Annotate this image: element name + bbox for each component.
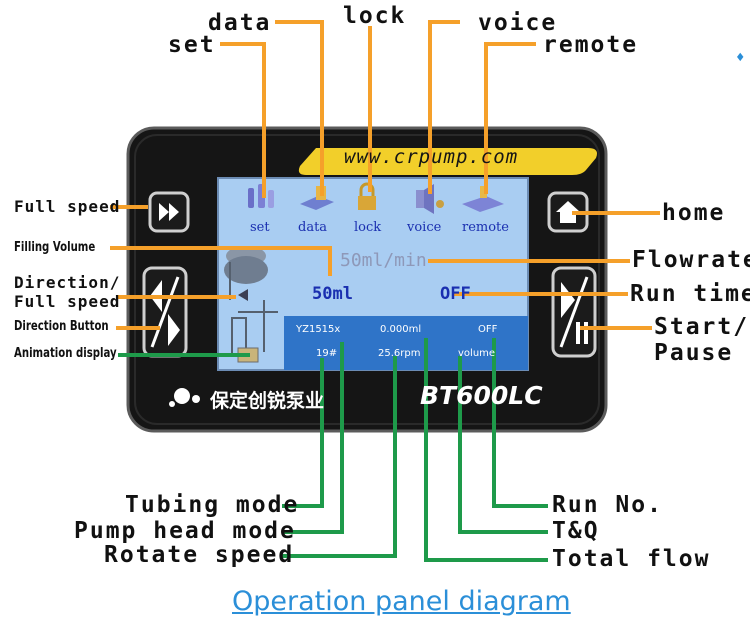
callout-home: home	[662, 200, 726, 226]
brand-name: 保定创锐泵业	[210, 390, 325, 412]
screen-label-lock: lock	[354, 220, 382, 235]
padlock-icon	[358, 182, 376, 210]
model-name: BT600LC	[420, 381, 543, 410]
callout-set: set	[168, 32, 216, 58]
status-total-flow: 0.000ml	[380, 324, 422, 335]
callout-full-speed: Full speed	[14, 197, 121, 216]
volume-value: 50ml	[312, 284, 353, 304]
screen-label-data: data	[298, 220, 328, 235]
status-pump-head: 19#	[316, 348, 338, 359]
callout-voice: voice	[478, 10, 558, 36]
runtime-value: OFF	[440, 284, 471, 304]
flowrate-value: 50ml/min	[340, 250, 427, 271]
callout-run-no: Run No.	[552, 492, 663, 518]
status-rotate-speed: 25.6rpm	[378, 348, 421, 359]
orange-leader-lines	[110, 20, 660, 330]
website-banner	[298, 148, 597, 175]
callout-rotate-speed: Rotate speed	[104, 542, 295, 568]
callout-start-pause-2: Pause	[654, 340, 734, 366]
callout-start-pause-1: Start/	[654, 314, 750, 340]
callout-flowrate: Flowrate	[632, 247, 750, 273]
callout-direction-full-speed-2: Full speed	[14, 292, 121, 311]
full-speed-button[interactable]	[148, 191, 190, 233]
diamond-bullet: ♦	[736, 50, 745, 66]
pump-head-animation	[224, 246, 278, 363]
callout-tubing-mode: Tubing mode	[125, 492, 300, 518]
callout-tq: T&Q	[552, 518, 600, 544]
start-pause-button[interactable]	[551, 266, 597, 358]
callout-animation-display: Animation display	[14, 346, 117, 361]
callout-filling-volume: Filling Volume	[14, 240, 96, 255]
remote-icon	[462, 186, 504, 212]
diagram-caption: Operation panel diagram	[232, 586, 571, 617]
callout-remote: remote	[543, 32, 639, 58]
status-bar	[284, 316, 528, 370]
screen-label-voice: voice	[407, 220, 442, 235]
callout-direction-full-speed-1: Direction/	[14, 273, 121, 292]
direction-button[interactable]	[142, 266, 188, 358]
status-run-no: OFF	[478, 324, 498, 335]
callout-data: data	[208, 10, 272, 36]
screen-label-set: set	[250, 220, 270, 235]
wrench-icon	[248, 184, 274, 208]
callout-direction-button: Direction Button	[14, 319, 109, 334]
status-tubing: YZ1515x	[296, 324, 341, 335]
callout-pump-head-mode: Pump head mode	[74, 518, 296, 544]
callout-lock: lock	[343, 3, 407, 29]
callout-run-time: Run time	[630, 281, 750, 307]
callout-total-flow: Total flow	[552, 546, 711, 572]
green-leader-lines	[118, 338, 548, 562]
screen-label-remote: remote	[462, 220, 509, 235]
status-tq: volume	[458, 348, 496, 359]
brand-logo	[169, 388, 200, 407]
website-url: www.crpump.com	[344, 146, 519, 168]
